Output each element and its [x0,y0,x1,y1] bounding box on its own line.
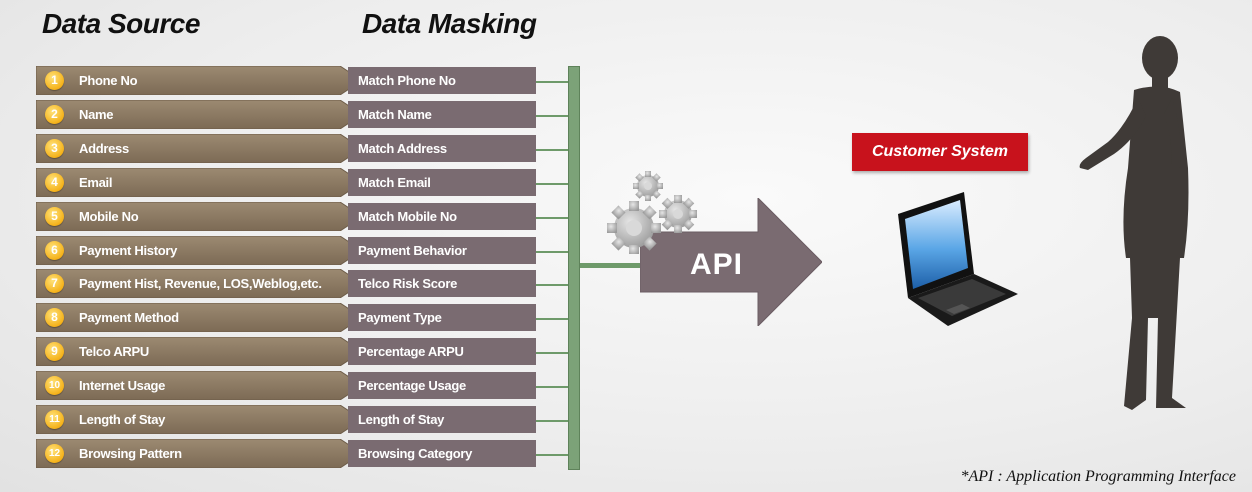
mask-connector-line [536,115,570,117]
row-number-badge: 3 [45,139,64,158]
masking-box: Length of Stay [348,406,536,433]
row-number-badge: 12 [45,444,64,463]
source-label: Phone No [79,73,138,88]
data-source-heading: Data Source [42,8,200,39]
person-silhouette-icon [1079,36,1189,410]
source-row: 4 Email [36,168,362,197]
mask-connector-line [536,318,570,320]
laptop-icon [898,192,1018,326]
source-label: Internet Usage [79,378,166,393]
mask-connector-line [536,352,570,354]
data-masking-heading: Data Masking [362,8,537,39]
row-number-badge: 6 [45,241,64,260]
source-row: 7 Payment Hist, Revenue, LOS,Weblog,etc. [36,269,362,298]
masking-box: Browsing Category [348,440,536,467]
gears-icon [607,171,697,254]
row-number-badge: 8 [45,308,64,327]
source-row: 11 Length of Stay [36,405,362,434]
row-number-badge: 11 [45,410,64,429]
masking-box: Percentage ARPU [348,338,536,365]
source-row: 6 Payment History [36,236,362,265]
source-row: 5 Mobile No [36,202,362,231]
mask-connector-line [536,454,570,456]
masking-box: Payment Type [348,304,536,331]
source-label: Name [79,107,114,122]
row-number-badge: 1 [45,71,64,90]
mask-connector-line [536,251,570,253]
source-row: 10 Internet Usage [36,371,362,400]
mask-connector-line [536,386,570,388]
source-row: 9 Telco ARPU [36,337,362,366]
masking-box: Match Address [348,135,536,162]
source-label: Payment Hist, Revenue, LOS,Weblog,etc. [79,276,322,291]
api-arrow [640,198,822,326]
row-number-badge: 7 [45,274,64,293]
source-row: 2 Name [36,100,362,129]
source-label: Mobile No [79,209,139,224]
masking-box: Match Phone No [348,67,536,94]
row-number-badge: 4 [45,173,64,192]
mask-connector-line [536,183,570,185]
mask-connector-line [536,149,570,151]
row-number-badge: 10 [45,376,64,395]
masking-box: Match Name [348,101,536,128]
source-label: Browsing Pattern [79,446,182,461]
source-label: Payment Method [79,310,179,325]
source-row: 8 Payment Method [36,303,362,332]
source-label: Telco ARPU [79,344,149,359]
masking-box: Telco Risk Score [348,270,536,297]
mask-connector-line [536,217,570,219]
source-label: Address [79,141,129,156]
masking-box: Match Mobile No [348,203,536,230]
source-row: 1 Phone No [36,66,362,95]
api-footnote: *API : Application Programming Interface [960,468,1236,485]
source-row: 12 Browsing Pattern [36,439,362,468]
source-label: Length of Stay [79,412,166,427]
masking-box: Payment Behavior [348,237,536,264]
row-number-badge: 5 [45,207,64,226]
mask-connector-line [536,81,570,83]
source-label: Payment History [79,243,178,258]
row-number-badge: 2 [45,105,64,124]
customer-system-badge: Customer System [852,133,1028,171]
row-number-badge: 9 [45,342,64,361]
mask-connector-line [536,420,570,422]
bus-to-api-link [580,263,644,268]
masking-box: Match Email [348,169,536,196]
mask-connector-line [536,284,570,286]
source-row: 3 Address [36,134,362,163]
api-label: API [690,248,744,281]
connector-bus [568,66,580,470]
masking-box: Percentage Usage [348,372,536,399]
source-label: Email [79,175,113,190]
